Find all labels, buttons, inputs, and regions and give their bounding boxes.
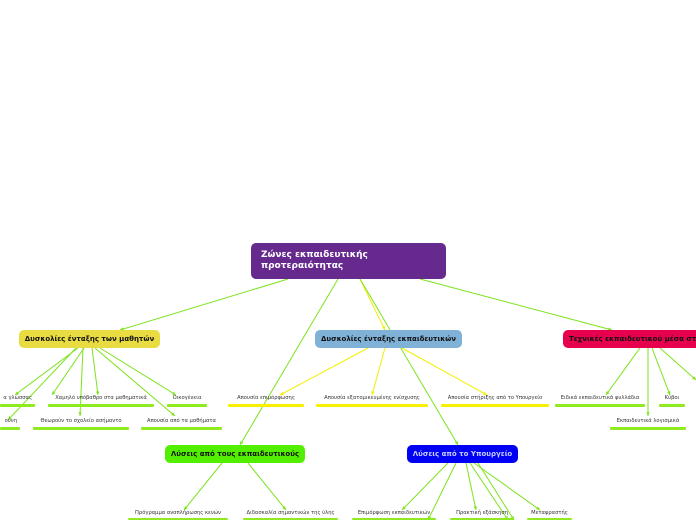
connector-students-leaf xyxy=(94,347,176,417)
leaf-underline xyxy=(450,518,514,520)
topic-teachers-label: Δυσκολίες ένταξης εκπαιδευτικών xyxy=(320,335,457,343)
connector-students-leaf xyxy=(14,347,79,396)
leaf-underline xyxy=(167,404,207,407)
connector-school-leaf xyxy=(247,462,287,511)
leaf-students-math[interactable]: Χαμηλό υπόβαθρο στα μαθηματικά xyxy=(55,395,147,401)
arrowhead-icon xyxy=(15,391,19,395)
connector-root-teachers xyxy=(359,278,386,331)
leaf-teachers-individual-support[interactable]: Απουσία εξατομικευμένης ενίσχυσης xyxy=(324,395,420,401)
arrowhead-icon xyxy=(402,506,406,510)
connector-techniques-leaf xyxy=(605,347,641,396)
leaf-underline xyxy=(441,404,549,407)
topic-ministry-solutions-label: Λύσεις από το Υπουργείο xyxy=(412,450,513,458)
leaf-underline xyxy=(33,427,129,430)
leaf-ministry-training[interactable]: Επιμόρφωση εκπαιδευτικών xyxy=(357,510,431,516)
leaf-underline xyxy=(610,427,686,430)
arrowhead-icon xyxy=(381,326,385,330)
arrowhead-icon xyxy=(171,412,175,416)
connector-techniques-leaf xyxy=(659,347,696,381)
topic-school-solutions-label: Λύσεις από τους εκπαιδευτικούς xyxy=(170,450,300,458)
connector-students-leaf xyxy=(91,347,99,396)
connector-students-leaf xyxy=(7,347,77,421)
arrowhead-icon xyxy=(78,412,82,416)
topic-school-solutions[interactable]: Λύσεις από τους εκπαιδευτικούς xyxy=(165,445,305,463)
connector-teachers-leaf xyxy=(279,347,369,396)
topic-ministry-solutions[interactable]: Λύσεις από το Υπουργείο xyxy=(407,445,518,463)
leaf-techniques-leaflets[interactable]: Ειδικά εκπαιδευτικά φυλλάδια xyxy=(560,395,640,401)
leaf-teachers-training[interactable]: Απουσία επιμόρφωσης xyxy=(237,395,295,401)
arrowhead-icon xyxy=(52,391,56,395)
leaf-underline xyxy=(48,404,154,407)
topic-teachers[interactable]: Δυσκολίες ένταξης εκπαιδευτικών xyxy=(315,330,462,348)
leaf-underline xyxy=(527,518,572,520)
arrowhead-icon xyxy=(667,391,671,395)
arrowhead-icon xyxy=(184,506,188,510)
connector-ministry-leaf xyxy=(469,462,509,520)
connector-students-leaf xyxy=(51,347,85,396)
leaf-students-language[interactable]: α γλώσσας xyxy=(3,395,32,401)
topic-techniques-label: Τεχνικές εκπαιδευτικού μέσα στ xyxy=(569,335,696,343)
topic-students-label: Δυσκολίες ένταξης των μαθητών xyxy=(24,335,155,343)
connector-root-ministry-solutions xyxy=(359,278,459,446)
leaf-underline xyxy=(352,518,436,520)
leaf-underline xyxy=(659,404,685,407)
connector-root-students xyxy=(119,278,289,331)
arrowhead-icon xyxy=(692,376,696,380)
leaf-underline xyxy=(555,404,645,407)
root-topic[interactable]: Ζώνες εκπαιδευτικής προτεραιότητας xyxy=(251,243,446,279)
leaf-underline xyxy=(0,404,35,407)
connector-ministry-leaf xyxy=(477,462,515,520)
arrowhead-icon xyxy=(120,327,124,331)
arrowhead-icon xyxy=(473,506,477,510)
leaf-teachers-ministry-support[interactable]: Απουσία στήριξης από το Υπουργείο xyxy=(447,395,543,401)
connector-teachers-leaf xyxy=(401,347,488,396)
connector-ministry-leaf xyxy=(465,462,477,511)
leaf-students-absence[interactable]: Απουσία από τα μαθήματα xyxy=(147,418,216,424)
leaf-underline xyxy=(0,427,20,430)
connector-ministry-leaf xyxy=(473,462,541,511)
arrowhead-icon xyxy=(371,391,375,395)
connector-techniques-leaf xyxy=(651,347,671,396)
arrowhead-icon xyxy=(536,506,540,510)
leaf-ministry-translator[interactable]: Μεταφραστής xyxy=(531,510,568,516)
leaf-underline xyxy=(316,404,428,407)
leaf-underline xyxy=(141,427,222,430)
leaf-techniques-cubes[interactable]: Κύβοι xyxy=(664,395,680,401)
arrowhead-icon xyxy=(172,391,176,395)
connector-ministry-leaf xyxy=(401,462,449,511)
root-topic-label: Ζώνες εκπαιδευτικής προτεραιότητας xyxy=(261,250,368,271)
leaf-underline xyxy=(243,518,338,520)
connector-ministry-leaf xyxy=(427,462,457,520)
connector-school-leaf xyxy=(183,462,223,511)
arrowhead-icon xyxy=(8,416,12,420)
connector-root-techniques xyxy=(419,278,613,331)
topic-techniques[interactable]: Τεχνικές εκπαιδευτικού μέσα στ xyxy=(563,330,696,348)
leaf-students-partial[interactable]: ούνη xyxy=(4,418,17,424)
leaf-students-school-insignificant[interactable]: Θεωρούν το σχολείο ασήμαντο xyxy=(40,418,122,424)
connector-teachers-leaf xyxy=(371,347,386,396)
connector-root-school-solutions xyxy=(239,278,339,446)
arrowhead-icon xyxy=(646,412,650,416)
arrowhead-icon xyxy=(240,441,244,445)
arrowhead-icon xyxy=(454,441,458,445)
arrowhead-icon xyxy=(606,391,610,395)
leaf-underline xyxy=(128,518,228,520)
leaf-underline xyxy=(228,404,304,407)
leaf-school-key-material[interactable]: Διδασκαλία σημαντικών της ύλης xyxy=(246,510,335,516)
arrowhead-icon xyxy=(280,391,284,395)
connector-students-leaf xyxy=(99,347,177,396)
arrowhead-icon xyxy=(608,327,612,331)
arrowhead-icon xyxy=(95,391,100,395)
leaf-techniques-software[interactable]: Εκπαιδευτικά λογισμικά xyxy=(616,418,680,424)
topic-students[interactable]: Δυσκολίες ένταξης των μαθητών xyxy=(19,330,160,348)
arrowhead-icon xyxy=(483,391,487,395)
leaf-students-family[interactable]: Οικογένεια xyxy=(172,395,202,401)
leaf-school-gap-program[interactable]: Πρόγραμμα αναπλήρωσης κενών xyxy=(135,510,221,516)
leaf-ministry-practice[interactable]: Πρακτική εξάσκηση xyxy=(456,510,508,516)
arrowhead-icon xyxy=(282,506,286,510)
